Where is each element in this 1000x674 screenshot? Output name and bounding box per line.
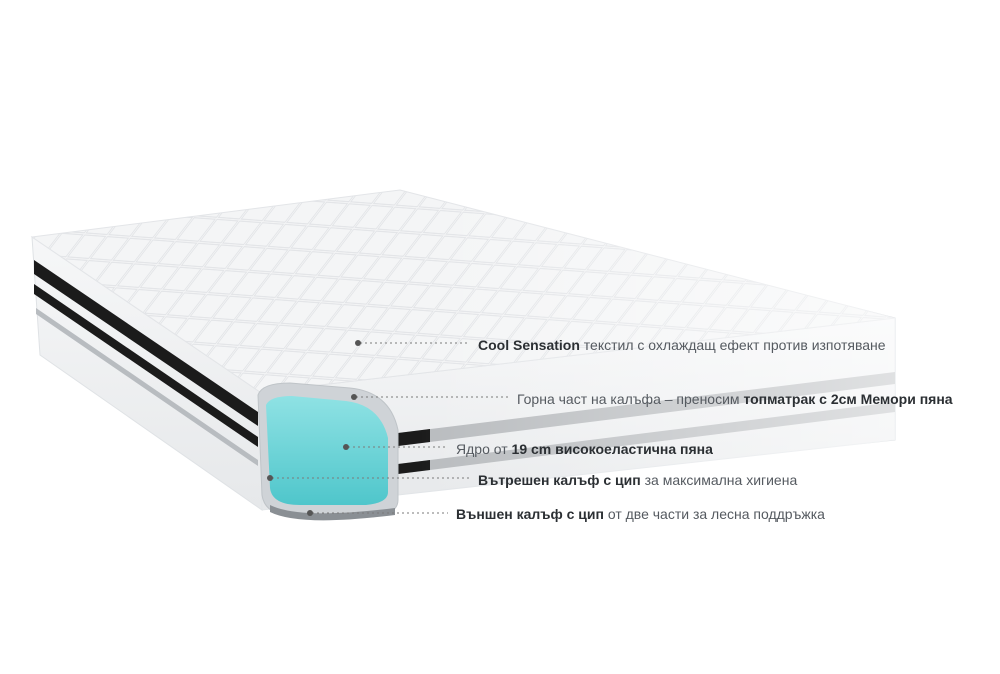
callout-inner-cover: Вътрешен калъф с цип за максимална хигие… (478, 471, 797, 489)
callout-2-strong: топматрак с 2см Мемори пяна (743, 391, 953, 407)
callout-2-text: Горна част на калъфа – преносим (517, 391, 744, 407)
mattress-left-side (31, 236, 263, 511)
left-dark-band-middle (34, 284, 258, 447)
callout-1-text: текстил с охлаждащ ефект против изпотява… (579, 337, 886, 353)
callout-3-text: Ядро от (456, 441, 512, 457)
callout-core: Ядро от 19 cm високоеластична пяна (456, 440, 713, 458)
cutaway-corner (257, 382, 399, 521)
mattress-top-surface (30, 189, 896, 500)
leader-lines (267, 340, 510, 516)
callout-topper: Горна част на калъфа – преносим топматра… (517, 390, 953, 408)
callout-1-strong: Cool Sensation (478, 337, 580, 353)
left-dark-band-top (34, 260, 258, 426)
callout-4-strong: Вътрешен калъф с цип (478, 472, 641, 488)
callout-5-strong: Външен калъф с цип (456, 506, 604, 522)
foam-core (266, 396, 388, 505)
callout-outer-cover: Външен калъф с цип от две части за лесна… (456, 505, 825, 523)
callout-4-text: за максимална хигиена (640, 472, 798, 488)
callout-5-text: от две части за лесна поддръжка (603, 506, 825, 522)
callout-cool-sensation: Cool Sensation текстил с охлаждащ ефект … (478, 336, 886, 354)
callout-3-strong: 19 cm високоеластична пяна (511, 441, 713, 457)
